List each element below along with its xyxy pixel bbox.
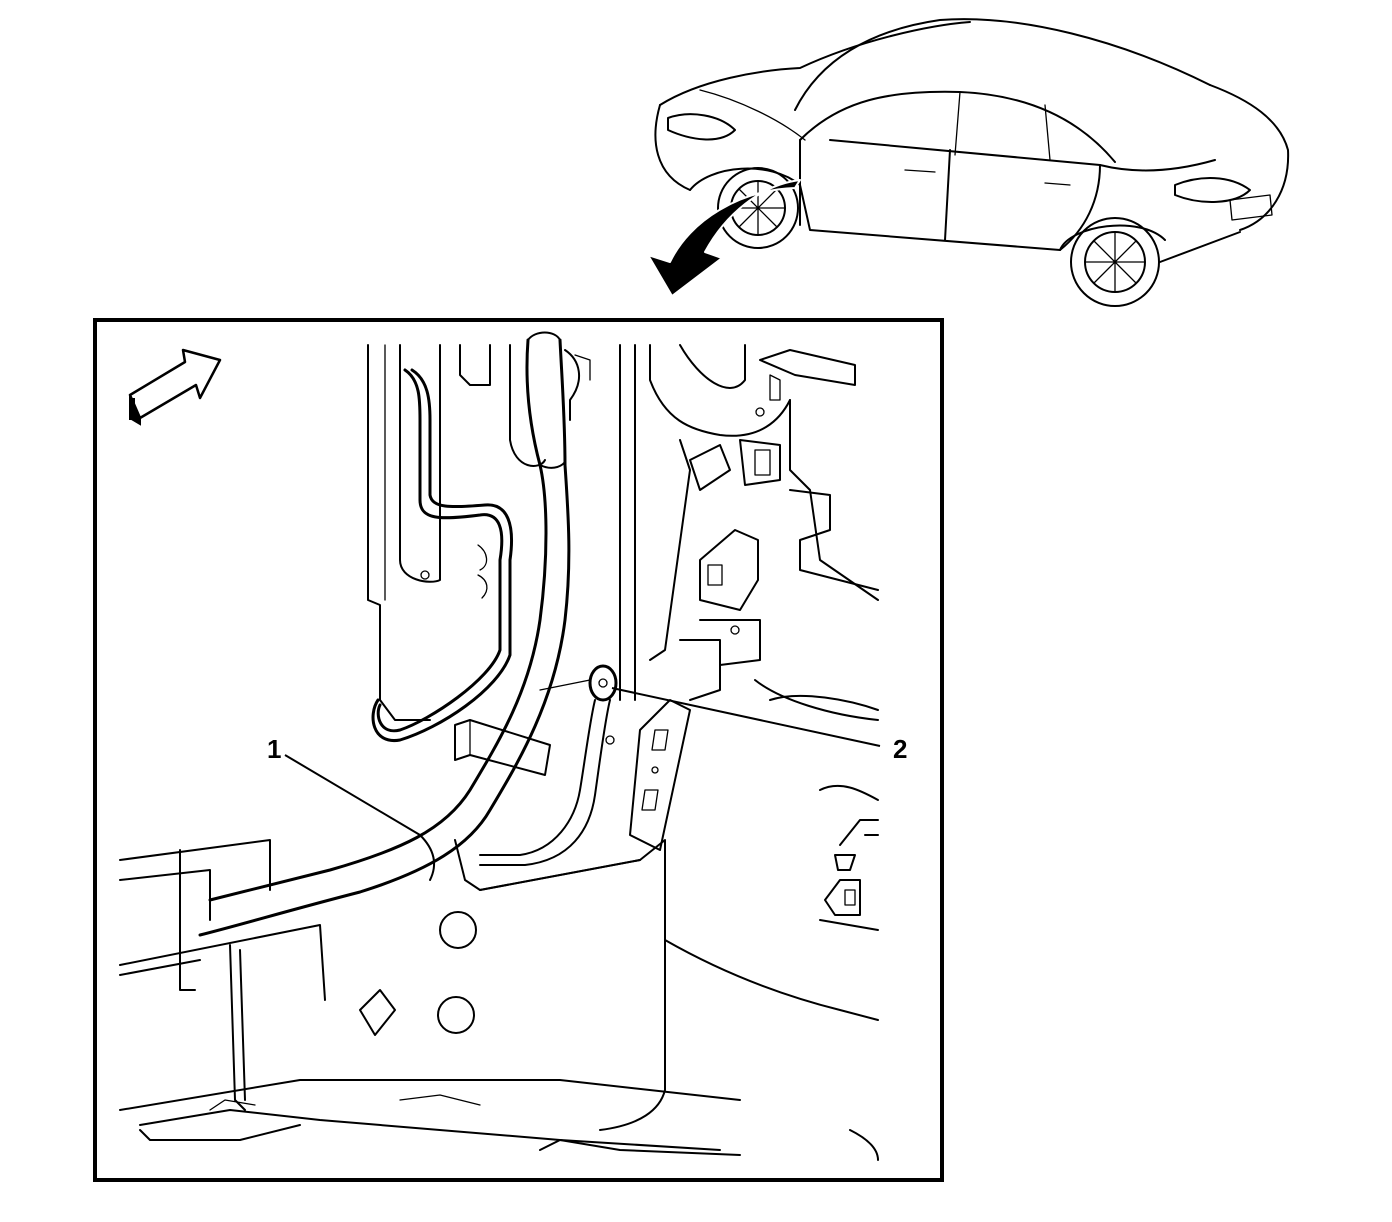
callout-1-leader — [284, 754, 421, 836]
vehicle-locator-icon — [654, 18, 1290, 307]
forward-arrow-icon — [128, 348, 222, 426]
callout-2-leader — [611, 687, 881, 747]
callout-1-label: 1 — [267, 734, 281, 764]
body-structure-illustration — [119, 331, 879, 1161]
callout-2-label: 2 — [893, 734, 907, 764]
detail-view-frame — [93, 318, 944, 1182]
curved-arrow-icon — [647, 179, 801, 297]
